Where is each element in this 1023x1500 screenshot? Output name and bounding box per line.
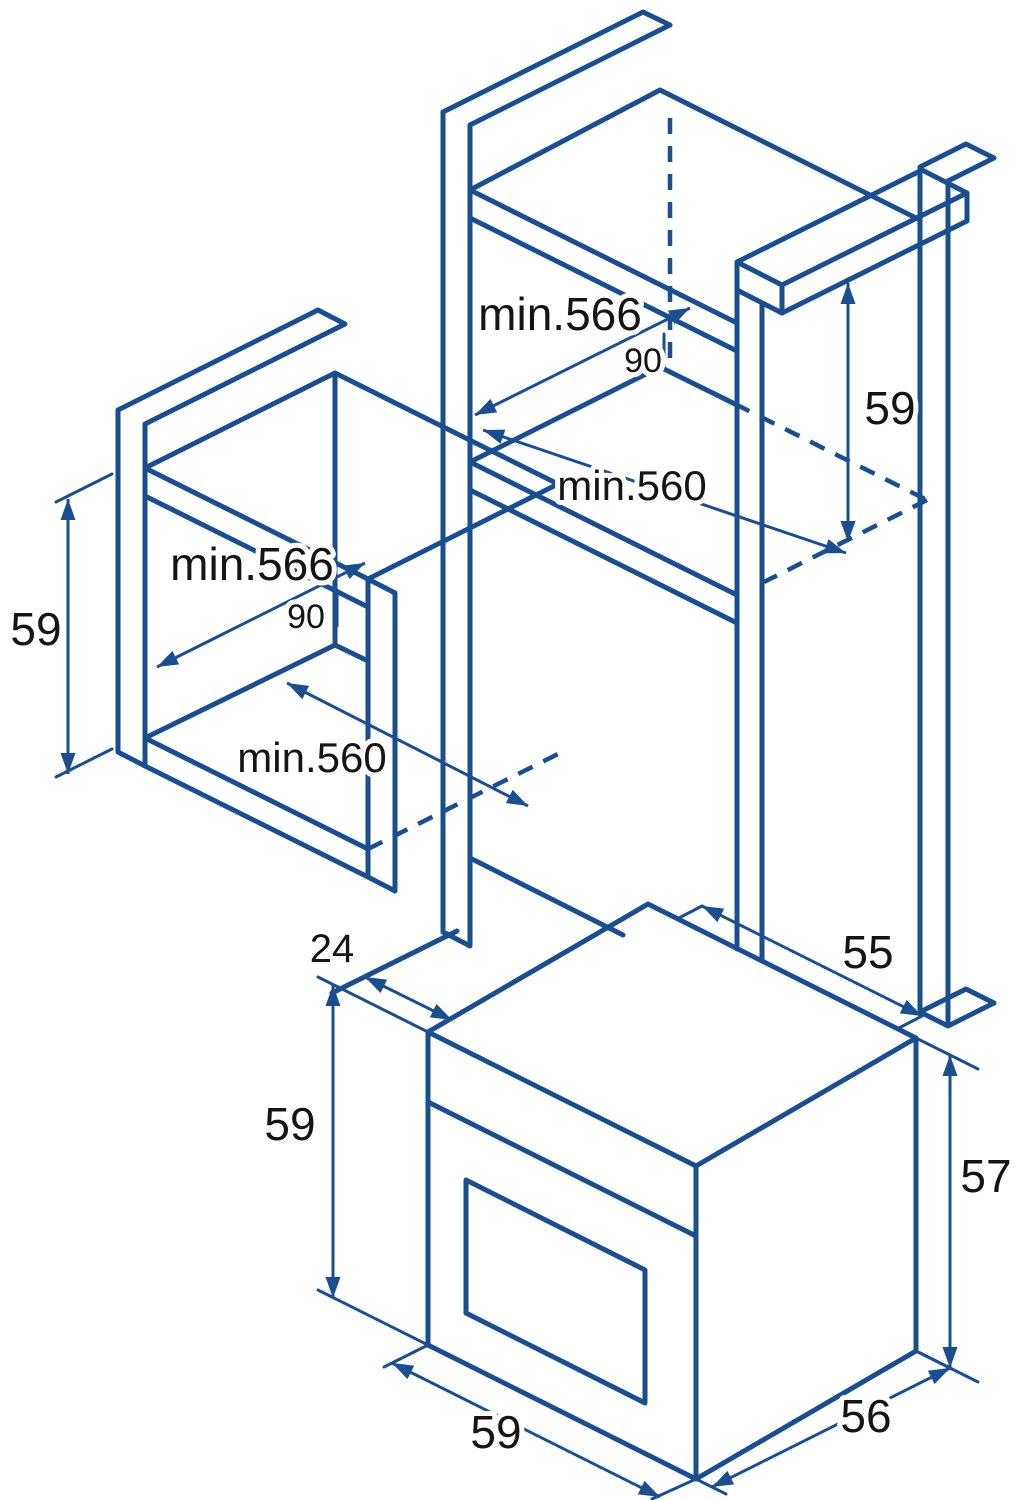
oven-gap-label: 24 [310, 927, 355, 971]
dimension-labels: min.566 90 59 min.560 min.566 90 59 min.… [5, 283, 1016, 1463]
oven-height-right-label: 57 [960, 1150, 1011, 1202]
oven-depth-label: 56 [840, 1390, 891, 1442]
lower-height-label: 59 [10, 603, 61, 655]
oven-depth-arrow [711, 1366, 951, 1489]
upper-depth-label: min.560 [557, 462, 706, 509]
upper-height-label: 59 [864, 382, 915, 434]
lower-depth-label: min.560 [237, 734, 386, 781]
upper-width-label: min.566 [478, 288, 642, 340]
oven-width-label: 59 [470, 1406, 521, 1458]
oven-lines [329, 901, 919, 1482]
upper-width-arrow [474, 306, 691, 417]
oven-gap-arrow [364, 975, 453, 1022]
oven-top-depth-label: 55 [842, 926, 893, 978]
oven-top-depth-arrow [701, 904, 923, 1018]
lower-cabinet-hidden-edges [366, 746, 570, 852]
lower-width-label: min.566 [170, 538, 334, 590]
lower-depth-arrow [286, 681, 529, 808]
upper-cabinet-lines [440, 9, 997, 1029]
oven-width-arrow [391, 1361, 661, 1499]
upper-thickness-label: 90 [624, 342, 662, 380]
lower-thickness-label: 90 [287, 598, 325, 636]
upper-depth-arrow [482, 428, 847, 555]
lower-width-arrow [156, 561, 366, 669]
dimension-arrows [60, 283, 958, 1499]
lower-cabinet-lines [115, 307, 570, 894]
oven-height-left-label: 59 [264, 1098, 315, 1150]
dimension-ticks [54, 332, 980, 1500]
